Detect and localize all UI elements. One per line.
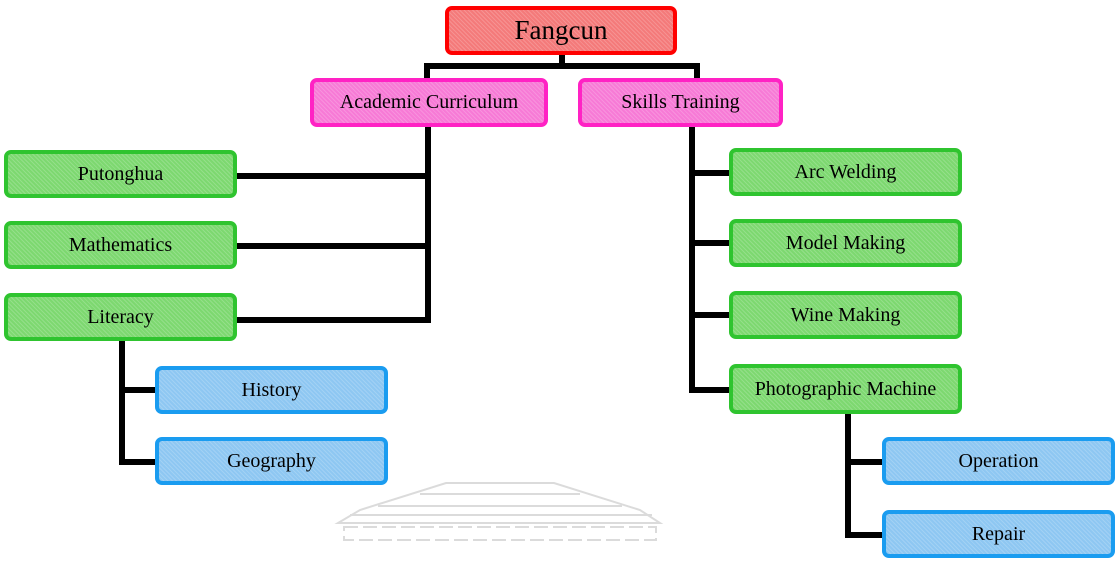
branch-node-academic-curriculum[interactable]: Academic Curriculum [310, 78, 548, 127]
subitem-node-geography[interactable]: Geography [155, 437, 388, 485]
subitem-label-repair: Repair [971, 522, 1026, 545]
connector-root [424, 49, 700, 83]
subitem-label-geography: Geography [227, 449, 316, 472]
item-node-model-making[interactable]: Model Making [729, 219, 962, 267]
building-watermark [334, 482, 664, 541]
root-node-fangcun[interactable]: Fangcun [445, 6, 677, 55]
branch-label-skills: Skills Training [621, 91, 740, 113]
item-node-arc-welding[interactable]: Arc Welding [729, 148, 962, 196]
subitem-node-operation[interactable]: Operation [882, 437, 1115, 485]
item-label-mathematics: Mathematics [68, 233, 173, 256]
item-node-photographic-machine[interactable]: Photographic Machine [729, 364, 962, 414]
connector-skills [689, 124, 733, 393]
item-node-wine-making[interactable]: Wine Making [729, 291, 962, 339]
root-label: Fangcun [514, 15, 608, 45]
connector-academic [233, 124, 431, 323]
subitem-node-history[interactable]: History [155, 366, 388, 414]
item-label-wine-making: Wine Making [790, 303, 901, 326]
connector-photographic [845, 411, 887, 538]
item-label-putonghua: Putonghua [77, 162, 164, 185]
connector-literacy [119, 338, 160, 465]
item-node-literacy[interactable]: Literacy [4, 293, 237, 341]
item-node-putonghua[interactable]: Putonghua [4, 150, 237, 198]
subitem-label-operation: Operation [958, 449, 1039, 472]
branch-node-skills-training[interactable]: Skills Training [578, 78, 783, 127]
item-node-mathematics[interactable]: Mathematics [4, 221, 237, 269]
item-label-model-making: Model Making [785, 231, 906, 254]
branch-label-academic: Academic Curriculum [339, 91, 519, 113]
subitem-label-history: History [241, 378, 302, 401]
subitem-node-repair[interactable]: Repair [882, 510, 1115, 558]
item-label-photographic-machine: Photographic Machine [754, 377, 937, 400]
item-label-arc-welding: Arc Welding [794, 160, 897, 183]
item-label-literacy: Literacy [87, 305, 154, 328]
